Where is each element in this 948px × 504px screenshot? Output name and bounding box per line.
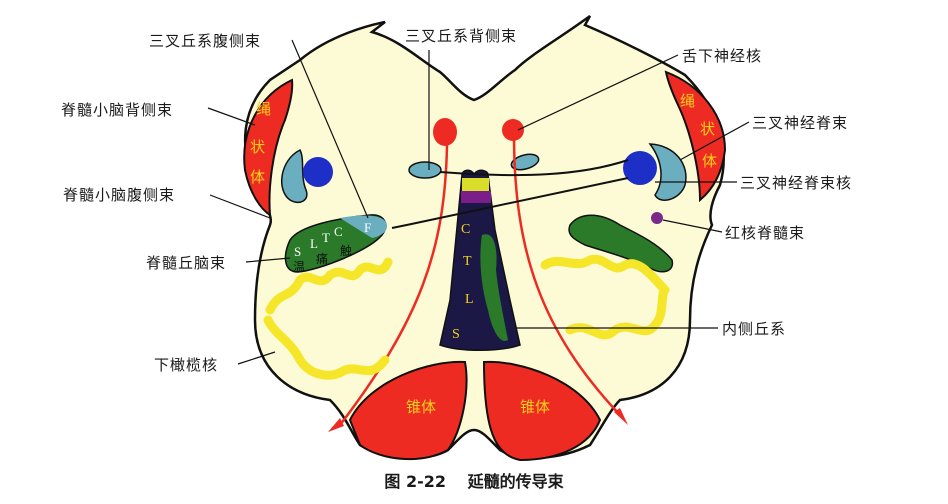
spinothalamic-T: T [322, 230, 330, 245]
lemniscus-green-band [480, 234, 508, 341]
label-dorsal-spinocerebellar: 脊髓小脑背侧束 [61, 101, 174, 119]
label-trigeminothalamic-ventral: 三叉丘系腹侧束 [149, 32, 262, 50]
figure-title: 延髓的传导束 [467, 472, 564, 491]
hypoglossal-nucleus-left [433, 118, 457, 146]
trigeminothalamic-dorsal-right [510, 153, 540, 171]
label-medial-lemniscus: 内侧丘系 [722, 320, 787, 338]
spinothalamic-L: L [310, 236, 318, 251]
label-trigeminothalamic-dorsal: 三叉丘系背侧束 [405, 27, 518, 45]
label-inferior-olive: 下橄榄核 [154, 356, 219, 374]
hypoglossal-nucleus-right [502, 119, 524, 141]
restiform-right-char-1: 绳 [680, 92, 696, 110]
restiform-left-char-3: 体 [250, 168, 266, 186]
label-hypoglossal-nucleus: 舌下神经核 [682, 47, 763, 65]
label-spinal-trigeminal-nucleus: 三叉神经脊束核 [740, 174, 853, 192]
spinothalamic-C: C [334, 224, 343, 239]
restiform-right-char-2: 状 [700, 120, 716, 138]
corticospinal-line-left [339, 144, 449, 426]
spinothalamic-F: F [364, 220, 372, 235]
lemniscus-T: T [463, 254, 472, 269]
pyramid-left-label: 锥体 [406, 398, 437, 416]
spinal-trigeminal-nucleus-left [303, 157, 333, 187]
restiform-body-right [664, 70, 727, 203]
leader-lines [207, 39, 750, 365]
figure-caption: 图 2-22 延髓的传导束 [0, 468, 948, 492]
rubrospinal-tract [651, 212, 663, 224]
pyramid-left [348, 360, 468, 461]
spinothalamic-S: S [294, 244, 302, 259]
spinal-trigeminal-tract-right [648, 143, 687, 201]
label-ventral-spinocerebellar: 脊髓小脑腹侧束 [63, 186, 176, 204]
restiform-right-char-3: 体 [702, 152, 718, 170]
lemniscus-yellow-band [462, 178, 489, 191]
pyramid-right [482, 360, 602, 462]
corticospinal-line-right [512, 139, 621, 416]
figure-number: 图 2-22 [384, 472, 447, 491]
restiform-left-char-2: 状 [250, 138, 266, 156]
arrowhead-left [328, 418, 344, 432]
lemniscus-L: L [465, 292, 474, 307]
inferior-olive-right [540, 254, 670, 340]
lemniscus-S: S [452, 327, 460, 342]
spinothalamic-temp: 温 [293, 260, 306, 274]
spinothalamic-F-segment [340, 215, 388, 238]
pyramid-right-label: 锥体 [520, 398, 551, 416]
trigeminothalamic-dorsal-left [408, 161, 442, 179]
spinothalamic-pain: 痛 [316, 252, 329, 266]
label-spinothalamic: 脊髓丘脑束 [146, 254, 227, 272]
lemniscus-purple-band [461, 191, 491, 203]
label-rubrospinal: 红核脊髓束 [725, 224, 806, 242]
inferior-olive-left [263, 257, 393, 380]
lemniscus-C: C [461, 222, 471, 237]
restiform-body-left [243, 78, 294, 217]
label-spinal-trigeminal-tract: 三叉神经脊束 [752, 114, 849, 132]
spinal-trigeminal-tract-left [281, 148, 308, 204]
restiform-left-char-1: 绳 [256, 100, 272, 118]
arrowhead-right [614, 408, 628, 425]
right-green-structure [568, 214, 674, 273]
spinothalamic-touch: 触 [340, 244, 353, 258]
spinal-trigeminal-nucleus-right [623, 151, 657, 185]
